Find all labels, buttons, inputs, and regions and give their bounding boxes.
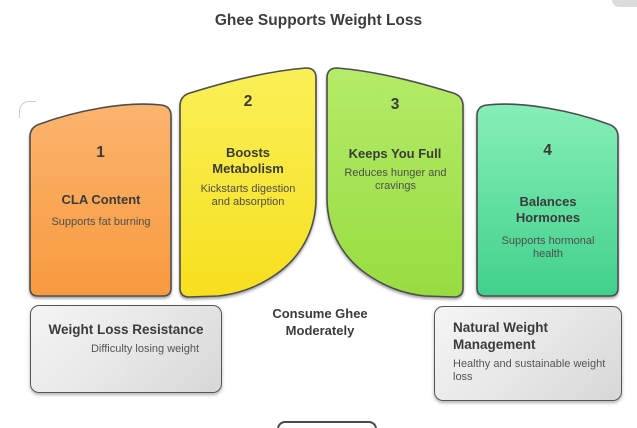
segment-3-title: Keeps You Full [348, 146, 442, 161]
segment-2-subtitle: Kickstarts digestion and absorption [200, 183, 296, 208]
callout-weight-loss-resistance: Weight Loss Resistance Difficulty losing… [30, 305, 222, 393]
segment-2-shape [179, 67, 317, 298]
segment-4-shape [476, 103, 619, 297]
center-note: Consume Ghee Moderately [272, 306, 368, 338]
segment-1-subtitle: Supports fat burning [51, 216, 151, 228]
segment-4-subtitle: Supports hormonal health [501, 235, 595, 260]
segment-2-title: Boosts Metabolism [212, 145, 284, 176]
callout-natural-weight-management: Natural Weight Management Healthy and su… [434, 306, 622, 401]
segment-4-number: 4 [543, 142, 552, 159]
segment-3-shape [326, 67, 464, 298]
segment-1-shape [29, 103, 172, 297]
callout-title: Weight Loss Resistance [48, 322, 204, 337]
page-title: Ghee Supports Weight Loss [214, 12, 423, 29]
callout-title: Natural Weight Management [453, 320, 549, 352]
background-card-corner [19, 101, 36, 118]
callout-subtitle: Difficulty losing weight [90, 343, 199, 355]
partial-box-bottom-edge [277, 421, 377, 428]
segment-4-title: Balances Hormones [515, 194, 581, 225]
segment-1-title: CLA Content [61, 192, 141, 207]
top-right-corner-artifact [612, 0, 637, 7]
segment-3-number: 3 [390, 96, 400, 113]
segment-1-number: 1 [96, 144, 105, 161]
segment-3-subtitle: Reduces hunger and cravings [344, 167, 447, 192]
callout-subtitle: Healthy and sustainable weight loss [453, 358, 606, 383]
segment-2-number: 2 [243, 93, 253, 110]
